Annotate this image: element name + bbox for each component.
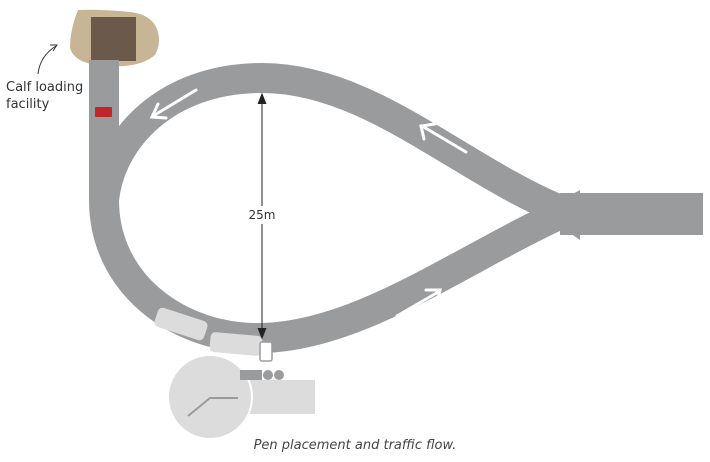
dimension-label: 25m [249,208,276,222]
loading-facility-building [91,17,136,61]
truck-and-trailer [154,307,273,362]
road-junction [540,190,580,240]
flow-arrow-upper-right [419,122,468,154]
flow-arrow-top-left [149,88,198,120]
equipment-wheel-1 [263,370,273,380]
road-loop [89,60,580,354]
dimension-label-bg [246,206,278,224]
equipment-wheel-2 [274,370,284,380]
equipment-bar [240,370,262,380]
truck-cab-red [95,107,112,117]
pen-gate-line [187,397,238,417]
loading-label-line2: facility [6,97,50,112]
approach-road [560,193,703,235]
diagram-caption: Pen placement and traffic flow. [253,438,457,453]
loading-label-line1: Calf loading [6,80,83,95]
loading-label-arrow [37,44,58,75]
flow-arrow-lower-right [395,288,442,318]
